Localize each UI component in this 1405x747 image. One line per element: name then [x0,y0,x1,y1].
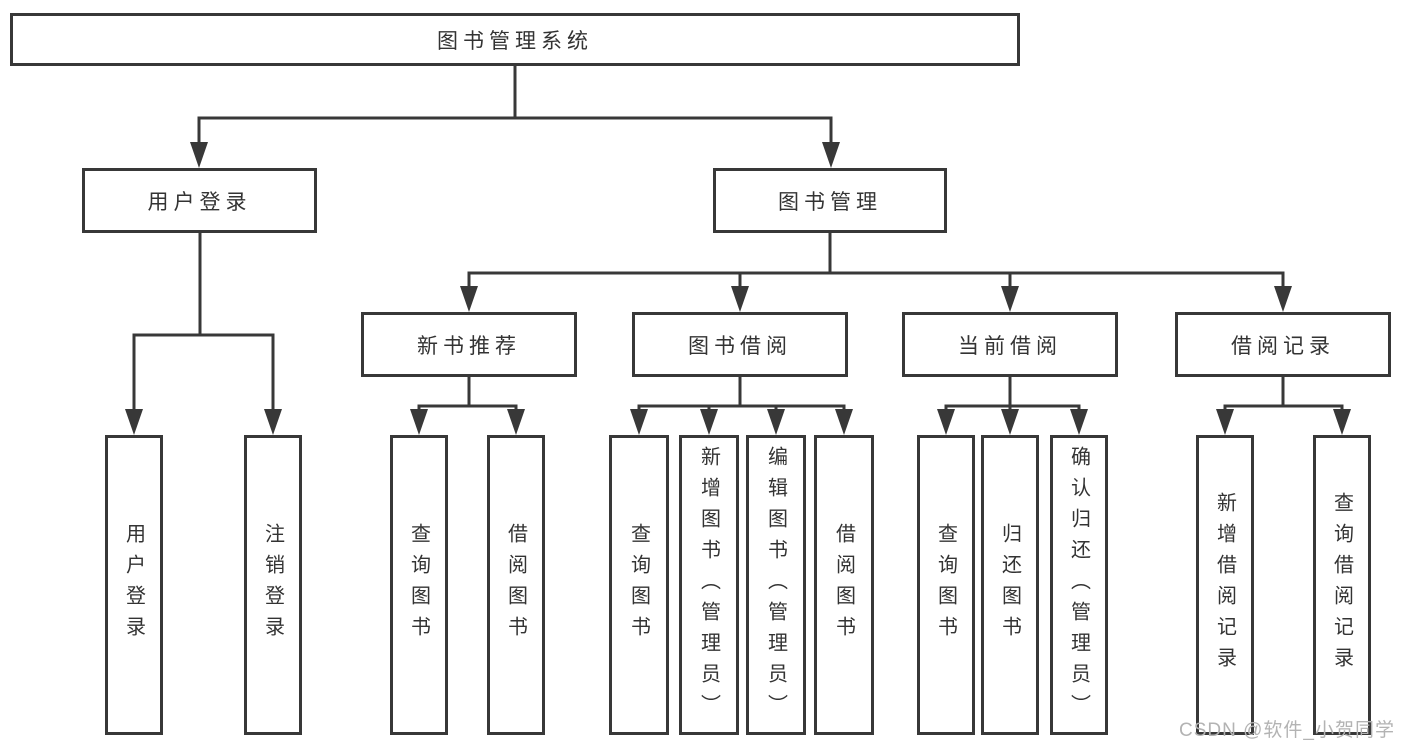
node-label: 当前借阅 [958,334,1062,358]
leaf-label: 新增图书（管理员） [697,445,720,725]
node-label: 图书借阅 [688,334,792,358]
leaf-confirm-return-admin: 确认归还（管理员） [1050,435,1108,735]
connector-paths [132,66,1344,412]
node-book-management: 图书管理 [713,168,947,233]
leaf-label: 查询借阅记录 [1330,492,1353,678]
leaf-add-book-admin: 新增图书（管理员） [679,435,739,735]
leaf-query-books-recommend: 查询图书 [390,435,448,735]
leaf-label: 借阅图书 [832,523,855,647]
node-label: 图书管理 [778,190,882,214]
leaf-return-book: 归还图书 [981,435,1039,735]
leaf-user-login: 用户登录 [105,435,163,735]
node-borrow-records: 借阅记录 [1175,312,1391,377]
leaf-borrow-books: 借阅图书 [814,435,874,735]
node-label: 借阅记录 [1231,334,1335,358]
node-label: 新书推荐 [417,334,521,358]
node-new-book-recommend: 新书推荐 [361,312,577,377]
leaf-label: 查询图书 [934,523,957,647]
node-root: 图书管理系统 [10,13,1020,66]
leaf-label: 归还图书 [998,523,1021,647]
node-current-borrow: 当前借阅 [902,312,1118,377]
leaf-label: 用户登录 [122,523,145,647]
node-user-login: 用户登录 [82,168,317,233]
leaf-query-books-borrow: 查询图书 [609,435,669,735]
leaf-label: 注销登录 [261,523,284,647]
leaf-label: 编辑图书（管理员） [764,445,787,725]
leaf-label: 确认归还（管理员） [1067,445,1090,725]
leaf-borrow-books-recommend: 借阅图书 [487,435,545,735]
leaf-edit-book-admin: 编辑图书（管理员） [746,435,806,735]
leaf-add-borrow-record: 新增借阅记录 [1196,435,1254,735]
arrowhead-icons [125,142,1351,435]
leaf-query-borrow-record: 查询借阅记录 [1313,435,1371,735]
node-label: 图书管理系统 [437,29,593,53]
leaf-label: 新增借阅记录 [1213,492,1236,678]
node-label: 用户登录 [147,190,252,214]
leaf-query-books-current: 查询图书 [917,435,975,735]
node-book-borrow: 图书借阅 [632,312,848,377]
watermark-text: CSDN @软件_小贺同学 [1179,720,1395,741]
leaf-label: 查询图书 [627,523,650,647]
leaf-label: 查询图书 [407,523,430,647]
leaf-logout: 注销登录 [244,435,302,735]
leaf-label: 借阅图书 [504,523,527,647]
